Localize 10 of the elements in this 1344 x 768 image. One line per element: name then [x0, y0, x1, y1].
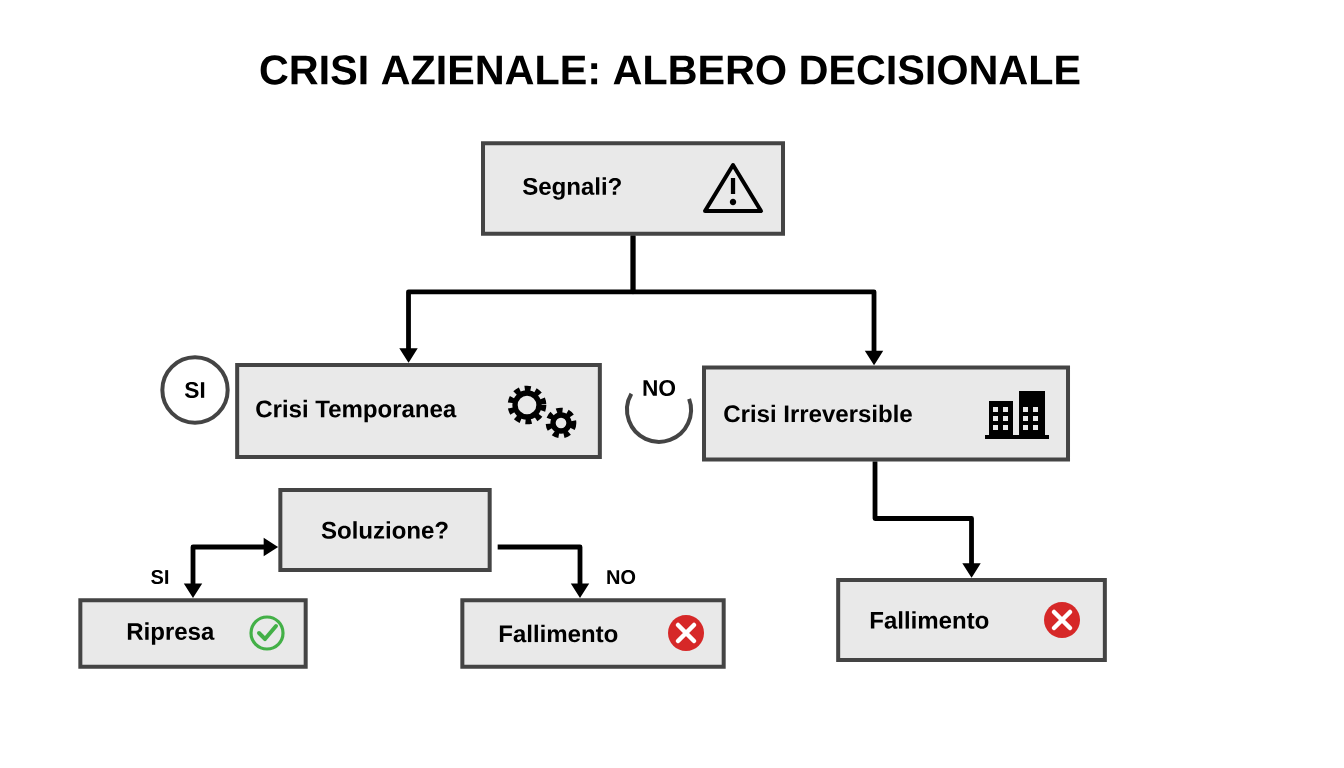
- process-box: Segnali?: [481, 141, 785, 236]
- process-box: Fallimento: [460, 598, 726, 669]
- edge-label: SI: [151, 569, 169, 585]
- title: CRISI AZIENALE: ALBERO DECISIONALE: [260, 55, 1080, 85]
- process-box: Crisi Temporanea: [235, 363, 602, 459]
- process-box: Fallimento: [836, 578, 1107, 662]
- process-box: Crisi Irreversible: [702, 365, 1070, 462]
- process-box: Soluzione?: [278, 488, 492, 572]
- process-box: Ripresa: [78, 598, 308, 669]
- edge-label: NO: [607, 569, 636, 585]
